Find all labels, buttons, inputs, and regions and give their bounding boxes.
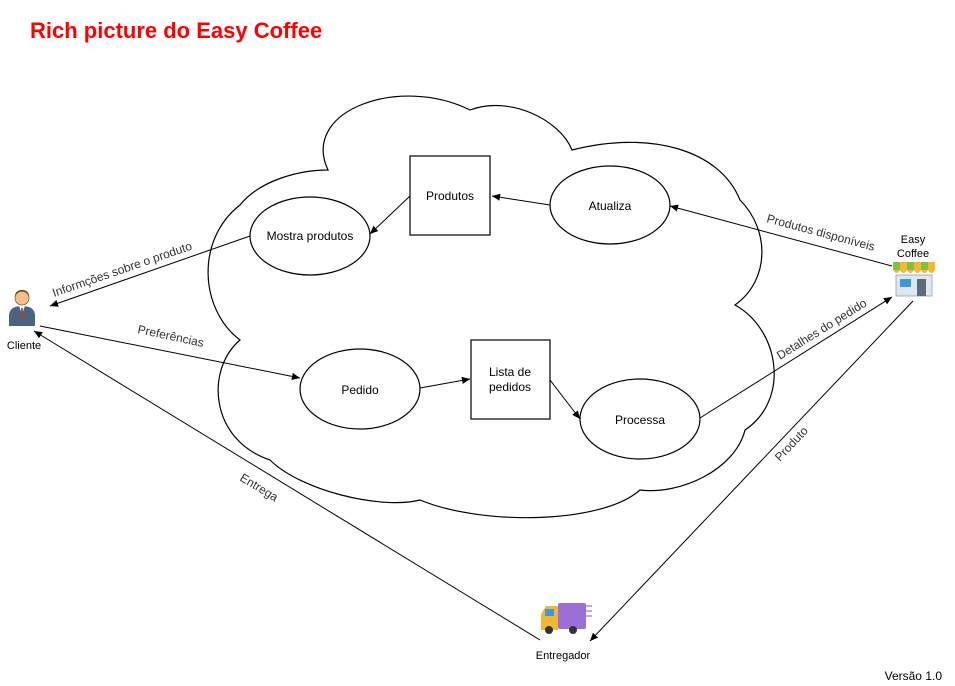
actor-entregador: Entregador (536, 603, 592, 662)
label-produtos-disponiveis: Produtos disponíveis (765, 211, 876, 253)
label-preferencias: Preferências (136, 322, 205, 350)
store-lista-pedidos: Lista de pedidos (470, 339, 551, 420)
edge-mostra-to-cliente (49, 235, 251, 307)
store-lista-label-line1: Lista de (489, 365, 531, 379)
edge-lista-to-processa (549, 379, 581, 420)
process-mostra-label: Mostra produtos (267, 229, 354, 243)
process-atualiza-label: Atualiza (589, 199, 632, 213)
page-title: Rich picture do Easy Coffee (30, 18, 322, 43)
label-entrega: Entrega (237, 471, 281, 505)
edge-atualiza-to-produtos (491, 193, 551, 206)
store-lista-label-line2: pedidos (489, 380, 531, 394)
store-produtos: Produtos (409, 155, 491, 236)
actor-cliente-label: Cliente (7, 340, 41, 352)
actor-easy-label-line2: Coffee (897, 248, 929, 260)
process-pedido: Pedido (299, 348, 421, 430)
edge-produtos-to-mostra (369, 195, 411, 235)
edge-pedido-to-lista (419, 376, 471, 389)
process-atualiza: Atualiza (549, 165, 671, 245)
process-processa: Processa (579, 378, 701, 460)
system-boundary-cloud (207, 95, 775, 519)
edge-cliente-to-pedido (39, 325, 301, 380)
version-label: Versão 1.0 (885, 669, 943, 683)
process-processa-label: Processa (615, 413, 665, 427)
label-detalhes-pedido: Detalhes do pedido (774, 296, 869, 363)
person-suit-icon (9, 290, 35, 326)
actor-easy-coffee: Easy Coffee (893, 234, 935, 297)
process-pedido-label: Pedido (341, 383, 379, 397)
edge-processa-to-easycoffee (699, 296, 893, 419)
storefront-icon (893, 262, 935, 297)
store-produtos-label: Produtos (426, 189, 474, 203)
delivery-truck-icon (541, 603, 592, 634)
actor-easy-label-line1: Easy (901, 234, 926, 246)
actor-entregador-label: Entregador (536, 650, 591, 662)
edge-easycoffee-to-entregador (589, 300, 914, 642)
edge-easycoffee-to-atualiza (669, 204, 893, 267)
edge-entregador-to-cliente (33, 330, 541, 641)
label-informacoes: Informções sobre o produto (50, 239, 194, 300)
process-mostra-produtos: Mostra produtos (249, 196, 371, 276)
actor-cliente: Cliente (7, 290, 41, 352)
